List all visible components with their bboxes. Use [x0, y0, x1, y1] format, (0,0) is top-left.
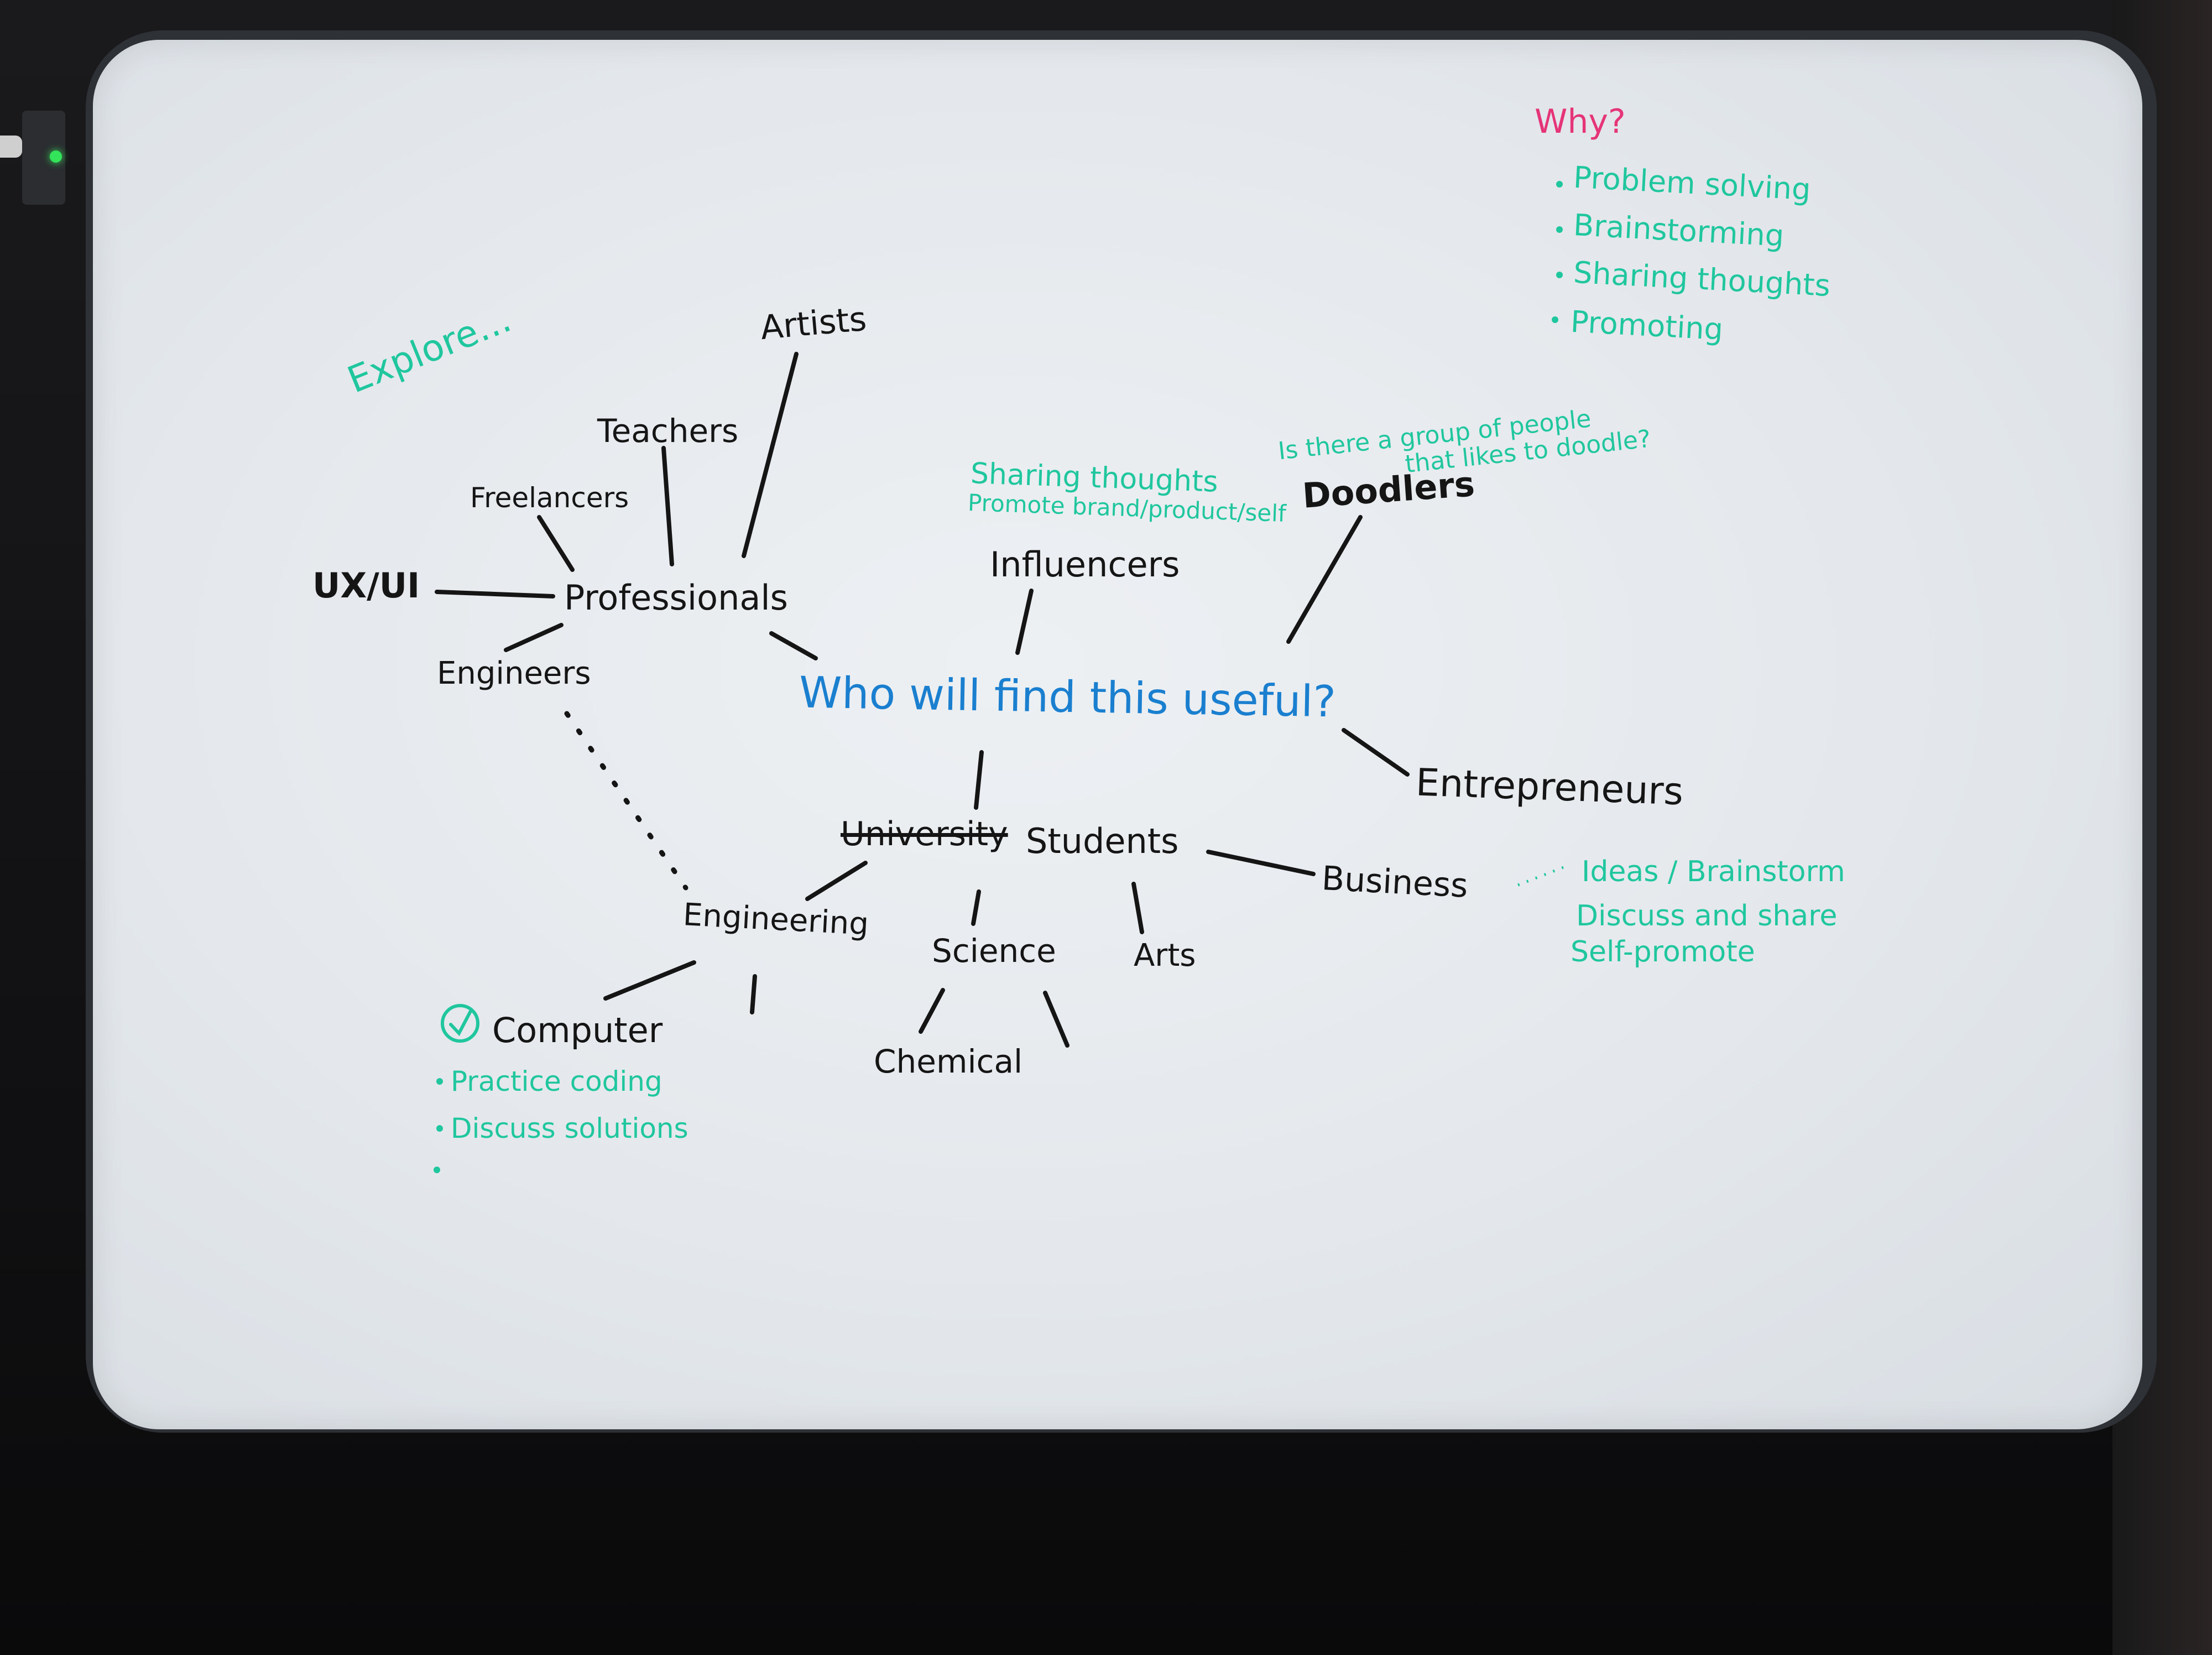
- uxui-label: UX/UI: [312, 565, 420, 606]
- whiteboard-surface: [93, 40, 2142, 1429]
- business-label: Business: [1321, 859, 1469, 905]
- connector-influencers-center: [1015, 589, 1034, 655]
- business-note-2: Discuss and share: [1576, 899, 1838, 933]
- engineering-label: Engineering: [682, 897, 870, 943]
- connector-students-business: [1206, 850, 1316, 876]
- check-mark-stroke: [449, 1008, 473, 1037]
- connector-science-chemical: [919, 988, 945, 1034]
- science-label: Science: [932, 932, 1056, 970]
- connector-professionals-engineers: [504, 623, 564, 652]
- connector-engineering-blank: [750, 974, 757, 1014]
- connector-students-center: [974, 750, 984, 810]
- why-bullet-3: [1556, 272, 1563, 278]
- connector-professionals-center: [769, 631, 818, 660]
- arts-label: Arts: [1134, 938, 1196, 974]
- computer-bullet-1: [436, 1078, 443, 1085]
- entrepreneurs-label: Entrepreneurs: [1415, 761, 1684, 814]
- why-title: Why?: [1535, 102, 1626, 141]
- why-bullet-1: [1556, 181, 1563, 188]
- engineers-label: Engineers: [437, 655, 591, 691]
- check-circle-icon: [441, 1004, 479, 1043]
- connector-professionals-artists: [742, 352, 799, 558]
- dotted-link-engineers-engineering: [564, 711, 688, 891]
- connector-doodlers-center: [1286, 515, 1363, 644]
- why-bullet-2: [1556, 226, 1563, 233]
- professionals-label: Professionals: [564, 577, 788, 618]
- artists-label: Artists: [759, 299, 868, 348]
- connector-students-science: [971, 889, 981, 926]
- connector-professionals-freelancers: [537, 515, 575, 572]
- chemical-label: Chemical: [874, 1043, 1023, 1080]
- business-note-3: Self-promote: [1571, 935, 1755, 969]
- white-cable: [0, 136, 22, 158]
- computer-item-1: Practice coding: [451, 1065, 662, 1097]
- connector-students-arts: [1131, 882, 1144, 934]
- connector-professionals-uxui: [435, 590, 555, 598]
- freelancers-label: Freelancers: [470, 482, 629, 514]
- connector-students-engineering: [805, 861, 868, 901]
- computer-bullet-2: [436, 1125, 443, 1132]
- business-note-1: Ideas / Brainstorm: [1582, 855, 1845, 888]
- connector-professionals-teachers: [661, 446, 674, 566]
- center-question: Who will find this useful?: [799, 668, 1337, 727]
- dotted-business-notes-link: [1517, 864, 1568, 887]
- why-item-4: Promoting: [1569, 304, 1724, 347]
- connector-entrepreneurs-center: [1342, 728, 1410, 777]
- students-label: Students: [1026, 821, 1179, 861]
- connector-science-blank: [1043, 991, 1070, 1048]
- computer-item-2: Discuss solutions: [451, 1112, 688, 1144]
- connector-engineering-computer: [603, 960, 696, 1001]
- why-bullet-4: [1552, 316, 1558, 323]
- computer-label: Computer: [492, 1010, 663, 1050]
- green-led-icon: [50, 150, 62, 163]
- computer-bullet-3: [434, 1167, 440, 1173]
- influencers-label: Influencers: [990, 544, 1180, 585]
- struck-university-word: University: [841, 815, 1008, 853]
- teachers-label: Teachers: [597, 412, 739, 450]
